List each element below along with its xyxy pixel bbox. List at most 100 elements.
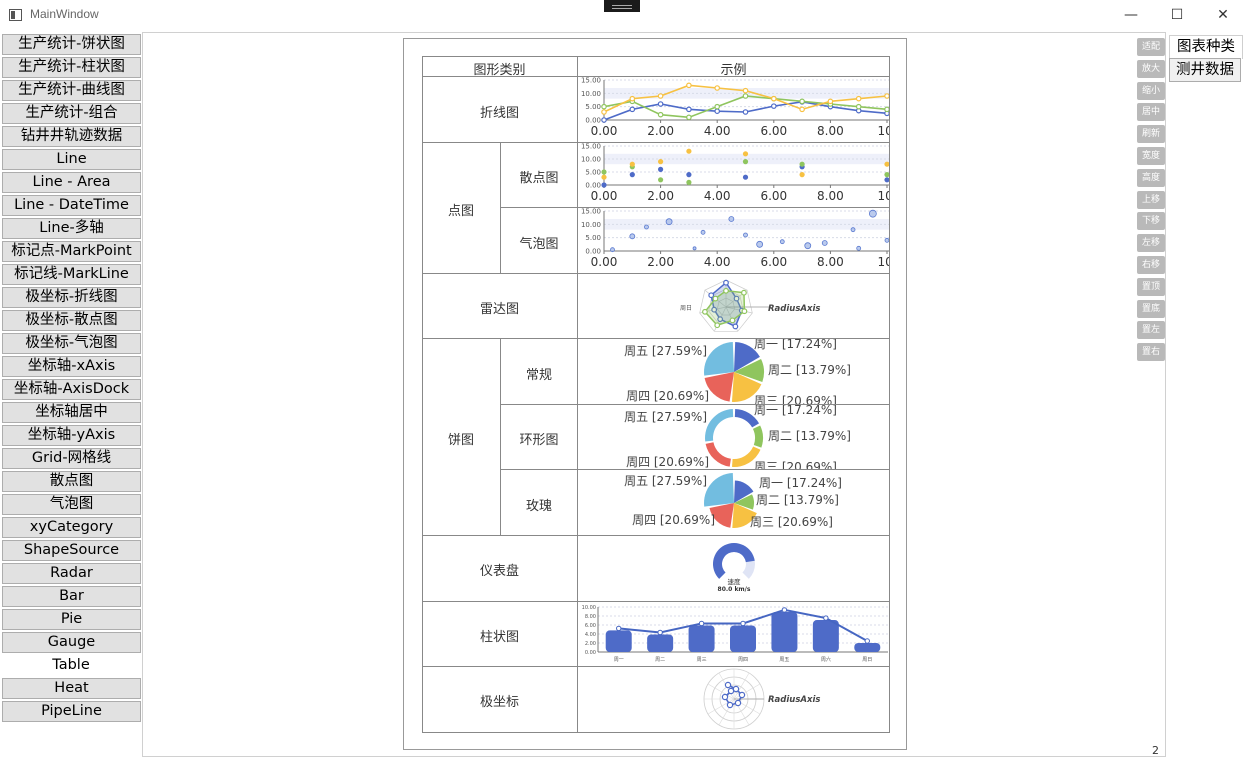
nav-item[interactable]: Heat bbox=[2, 678, 141, 699]
nav-item[interactable]: Line-多轴 bbox=[2, 218, 141, 239]
pie-label: 周四 [20.69%] bbox=[626, 389, 709, 403]
toolbar-button[interactable]: 刷新 bbox=[1137, 125, 1165, 144]
nav-item[interactable]: Table bbox=[0, 655, 142, 676]
drag-grip-icon[interactable] bbox=[604, 0, 640, 12]
nav-item[interactable]: 极坐标-气泡图 bbox=[2, 333, 141, 354]
radar-point bbox=[741, 308, 748, 315]
bar bbox=[647, 634, 674, 652]
nav-item[interactable]: 坐标轴居中 bbox=[2, 402, 141, 423]
nav-item[interactable]: Grid-网格线 bbox=[2, 448, 141, 469]
bar-trend-point bbox=[781, 607, 788, 613]
data-point bbox=[855, 95, 862, 102]
row-label-radar: 雷达图 bbox=[479, 302, 519, 317]
radar-point bbox=[717, 316, 724, 323]
tab-chart-types[interactable]: 图表种类 bbox=[1169, 35, 1243, 59]
bar-trend-point bbox=[740, 620, 746, 627]
nav-item[interactable]: 生产统计-组合 bbox=[2, 103, 141, 124]
pie-slice bbox=[734, 480, 754, 503]
bar-trend-point bbox=[698, 620, 705, 627]
row-label-bar: 柱状图 bbox=[479, 630, 519, 645]
polar-point bbox=[727, 687, 735, 695]
nav-item[interactable]: 极坐标-折线图 bbox=[2, 287, 141, 308]
nav-item[interactable]: 生产统计-饼状图 bbox=[2, 34, 141, 55]
bubble bbox=[692, 246, 697, 251]
nav-item[interactable]: 钻井井轨迹数据 bbox=[2, 126, 141, 147]
pie-label: 周一 [17.24%] bbox=[759, 476, 842, 490]
y-tick-label: 5.00 bbox=[585, 234, 601, 242]
radar-ring bbox=[699, 279, 753, 332]
scatter-point bbox=[629, 161, 635, 167]
bubble bbox=[884, 237, 889, 243]
y-tick-label: 15.00 bbox=[581, 77, 601, 85]
table-col-line bbox=[577, 56, 578, 733]
nav-item[interactable]: 坐标轴-yAxis bbox=[2, 425, 141, 446]
y-tick-label: 4.00 bbox=[585, 632, 596, 638]
toolbar-button[interactable]: 置底 bbox=[1137, 299, 1165, 318]
nav-item[interactable]: Gauge bbox=[2, 632, 141, 653]
pie-chart-ring: 周一 [17.24%]周二 [13.79%]周三 [20.69%]周四 [20.… bbox=[578, 405, 889, 469]
nav-item[interactable]: 坐标轴-AxisDock bbox=[2, 379, 141, 400]
nav-item[interactable]: 散点图 bbox=[2, 471, 141, 492]
chart-svg: 0.002.004.006.008.0010.00周一周二周三周四周五周六周日 bbox=[582, 605, 888, 663]
tab-well-log-data[interactable]: 测井数据 bbox=[1169, 58, 1241, 82]
pie-slice bbox=[705, 442, 731, 467]
toolbar-button[interactable]: 左移 bbox=[1137, 234, 1165, 253]
toolbar-button[interactable]: 适配 bbox=[1137, 38, 1165, 56]
toolbar-button[interactable]: 置右 bbox=[1137, 343, 1165, 362]
nav-item[interactable]: Bar bbox=[2, 586, 141, 607]
x-tick-label: 0.00 bbox=[591, 189, 618, 203]
bubble bbox=[665, 218, 673, 226]
bar bbox=[854, 643, 881, 652]
y-tick-label: 8.00 bbox=[585, 614, 596, 620]
plot-band bbox=[604, 219, 889, 230]
x-tick-label: 4.00 bbox=[704, 255, 731, 269]
data-point bbox=[884, 93, 889, 99]
nav-item[interactable]: 气泡图 bbox=[2, 494, 141, 515]
nav-item[interactable]: 标记线-MarkLine bbox=[2, 264, 141, 285]
toolbar-button[interactable]: 置顶 bbox=[1137, 277, 1165, 296]
nav-item[interactable]: 坐标轴-xAxis bbox=[2, 356, 141, 377]
data-point bbox=[742, 87, 749, 94]
toolbar-button[interactable]: 右移 bbox=[1137, 256, 1165, 274]
nav-item[interactable]: Radar bbox=[2, 563, 141, 584]
scatter-point bbox=[884, 161, 889, 167]
maximize-button[interactable]: ☐ bbox=[1170, 7, 1184, 23]
chart-svg: 周一 [17.24%]周二 [13.79%]周三 [20.69%]周四 [20.… bbox=[624, 405, 851, 469]
pie-slice bbox=[704, 473, 734, 507]
nav-item[interactable]: 生产统计-曲线图 bbox=[2, 80, 141, 101]
radar-point bbox=[708, 292, 715, 299]
scatter-point bbox=[601, 174, 607, 180]
x-tick-label: 周三 bbox=[697, 657, 707, 663]
nav-item[interactable]: 标记点-MarkPoint bbox=[2, 241, 141, 262]
x-tick-label: 10. bbox=[877, 124, 889, 138]
nav-item[interactable]: PipeLine bbox=[2, 701, 141, 722]
data-point bbox=[686, 82, 692, 89]
bubble bbox=[804, 242, 812, 250]
nav-item[interactable]: Pie bbox=[2, 609, 141, 630]
minimize-button[interactable]: — bbox=[1124, 7, 1138, 23]
nav-item[interactable]: Line - DateTime bbox=[2, 195, 141, 216]
x-tick-label: 周一 bbox=[614, 657, 624, 663]
close-button[interactable]: ✕ bbox=[1217, 7, 1229, 23]
pie-slice bbox=[734, 494, 754, 510]
nav-item[interactable]: 极坐标-散点图 bbox=[2, 310, 141, 331]
pie-slice bbox=[732, 503, 757, 528]
data-point bbox=[601, 109, 607, 115]
toolbar-button[interactable]: 居中 bbox=[1137, 103, 1165, 122]
nav-item[interactable]: xyCategory bbox=[2, 517, 141, 538]
toolbar-button[interactable]: 宽度 bbox=[1137, 147, 1165, 165]
nav-item[interactable]: Line - Area bbox=[2, 172, 141, 193]
toolbar-button[interactable]: 上移 bbox=[1137, 190, 1165, 209]
toolbar-button[interactable]: 置左 bbox=[1137, 321, 1165, 340]
toolbar-button[interactable]: 高度 bbox=[1137, 168, 1165, 187]
bubble bbox=[700, 229, 706, 235]
toolbar-button[interactable]: 下移 bbox=[1137, 212, 1165, 231]
toolbar-button[interactable]: 放大 bbox=[1137, 59, 1165, 78]
nav-item[interactable]: ShapeSource bbox=[2, 540, 141, 561]
toolbar-button[interactable]: 缩小 bbox=[1137, 81, 1165, 100]
y-tick-label: 2.00 bbox=[585, 641, 596, 647]
nav-item[interactable]: 生产统计-柱状图 bbox=[2, 57, 141, 78]
radar-point bbox=[723, 279, 729, 286]
nav-item[interactable]: Line bbox=[2, 149, 141, 170]
